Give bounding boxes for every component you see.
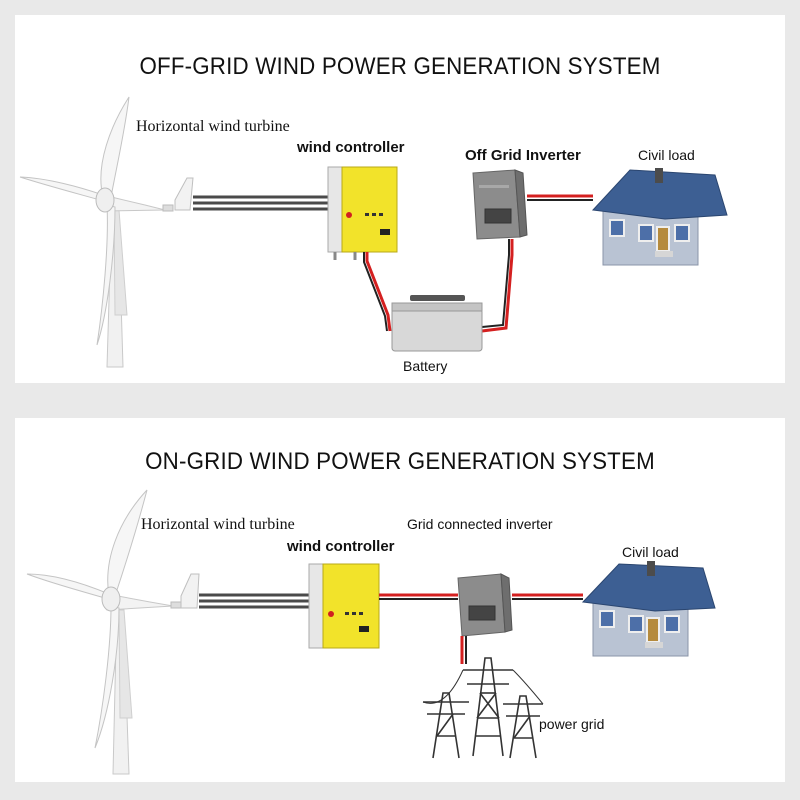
inverter-load-wires [512, 593, 583, 600]
on-grid-title: ON-GRID WIND POWER GENERATION SYSTEM [145, 448, 655, 475]
controller-label: wind controller [297, 139, 405, 156]
wind-turbine-icon [19, 96, 194, 368]
house-icon [591, 168, 728, 266]
controller-inverter-wires [379, 593, 458, 600]
wind-controller-icon [308, 563, 380, 649]
on-grid-diagram [26, 489, 716, 775]
turbine-controller-wires [193, 195, 328, 211]
inverter-load-wires [527, 194, 593, 201]
grid-inverter-icon [457, 573, 513, 637]
load-label: Civil load [622, 544, 679, 560]
load-label: Civil load [638, 147, 695, 163]
battery-label: Battery [403, 358, 448, 374]
off-grid-diagram [19, 96, 728, 368]
battery-wires [363, 239, 514, 333]
inverter-grid-wires [460, 636, 467, 664]
grid-label: power grid [539, 716, 605, 732]
controller-label: wind controller [287, 538, 395, 555]
on-grid-panel: ON-GRID WIND POWER GENERATION SYSTEM [15, 418, 785, 782]
battery-icon [391, 295, 483, 352]
inverter-label: Off Grid Inverter [465, 147, 581, 164]
wind-turbine-icon [26, 489, 200, 775]
turbine-label: Horizontal wind turbine [141, 516, 295, 533]
off-grid-panel: OFF-GRID WIND POWER GENERATION SYSTEM [15, 15, 785, 383]
turbine-controller-wires [199, 593, 309, 609]
off-grid-title: OFF-GRID WIND POWER GENERATION SYSTEM [139, 53, 661, 80]
off-grid-inverter-icon [472, 169, 528, 240]
wind-controller-icon [327, 166, 398, 260]
power-tower-icon [422, 657, 544, 759]
inverter-label: Grid connected inverter [407, 516, 553, 532]
turbine-label: Horizontal wind turbine [136, 118, 290, 135]
house-icon [581, 561, 716, 657]
